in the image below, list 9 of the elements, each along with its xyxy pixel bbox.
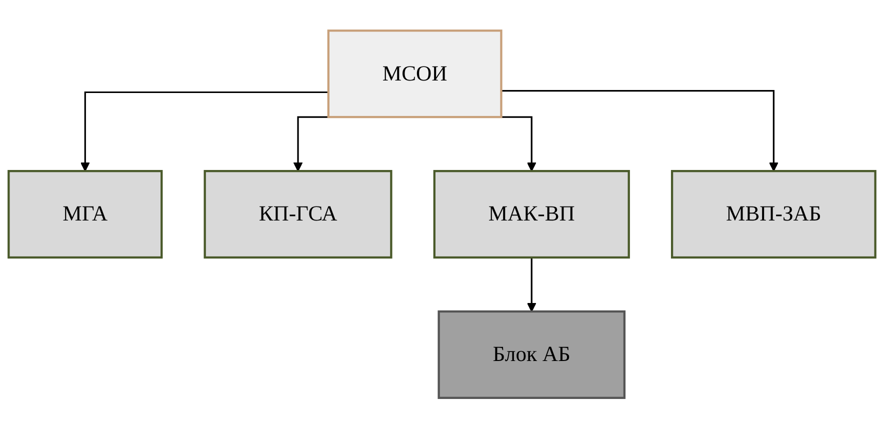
arrow	[501, 90, 778, 172]
node-box: МАК-ВП	[433, 170, 630, 258]
node-box: Блок АБ	[438, 310, 626, 399]
node-box: МВП-ЗАБ	[670, 170, 876, 258]
arrow	[526, 256, 536, 312]
node-box: КП-ГСА	[204, 170, 392, 258]
arrow	[80, 91, 328, 172]
node-box: МСОИ	[327, 29, 502, 118]
node-box: МГА	[8, 170, 163, 258]
